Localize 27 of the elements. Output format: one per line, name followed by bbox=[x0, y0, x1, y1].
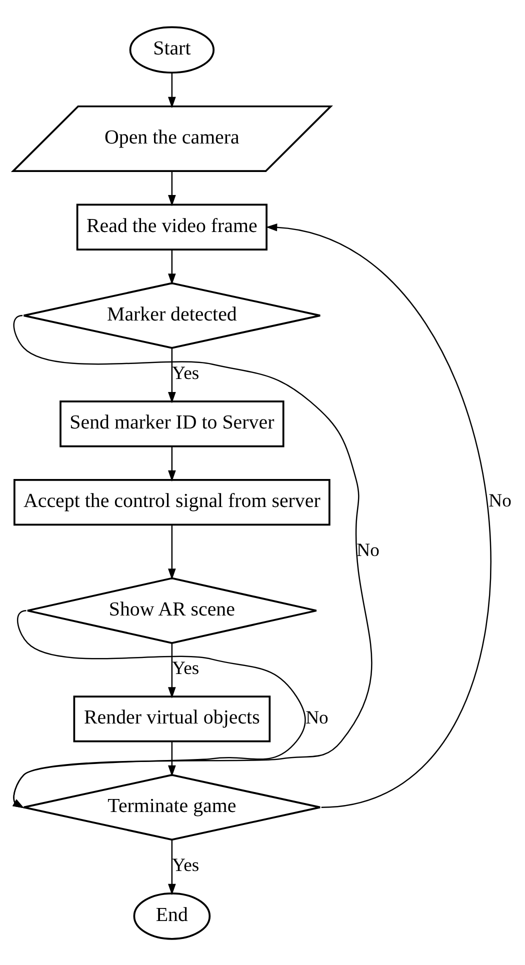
node-box: Read the video frame bbox=[76, 203, 268, 250]
node-diamond: Show AR scene bbox=[26, 576, 318, 644]
node-diamond: Terminate game bbox=[22, 774, 322, 840]
edge-label: No bbox=[356, 539, 380, 560]
node-box: Render virtual objects bbox=[73, 695, 271, 742]
edge-label: Yes bbox=[172, 658, 200, 679]
arrow bbox=[12, 314, 372, 808]
node-ellipse: Start bbox=[129, 26, 215, 74]
arrow bbox=[12, 610, 306, 808]
arrow bbox=[168, 72, 176, 108]
arrow bbox=[266, 222, 490, 808]
arrow bbox=[168, 524, 176, 580]
edge-label: Yes bbox=[172, 362, 200, 384]
node-box: Send marker ID to Server bbox=[60, 400, 284, 447]
arrow bbox=[168, 839, 176, 895]
arrow bbox=[168, 642, 176, 698]
node-box: Accept the control signal from server bbox=[14, 478, 330, 526]
arrow bbox=[168, 249, 176, 284]
node-ellipse: End bbox=[133, 892, 211, 940]
node-diamond: Marker detected bbox=[22, 282, 322, 348]
edge-label: No bbox=[306, 706, 328, 728]
arrow bbox=[168, 171, 176, 206]
edge-label: Yes bbox=[172, 854, 200, 876]
arrow bbox=[168, 446, 176, 482]
arrow bbox=[168, 740, 176, 776]
arrow bbox=[168, 347, 176, 403]
edge-label: No bbox=[488, 490, 512, 512]
